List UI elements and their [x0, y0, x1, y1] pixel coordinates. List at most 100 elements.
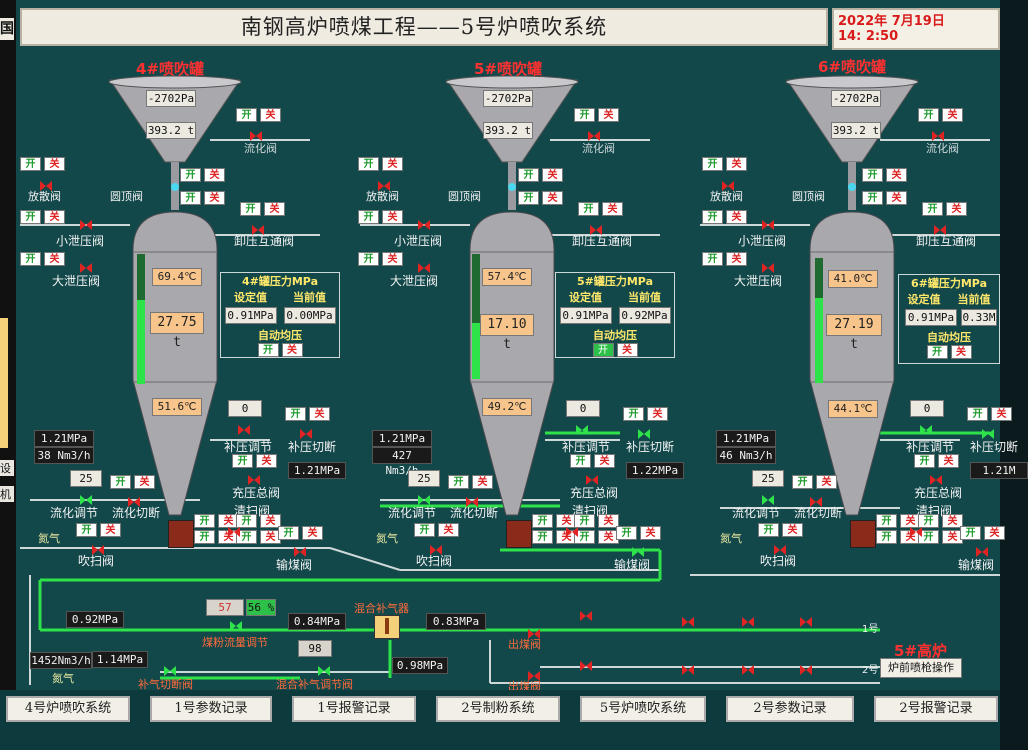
mix-air-value[interactable]: 98	[298, 640, 332, 657]
tank4-set-value[interactable]: 0.91MPa	[224, 307, 277, 324]
tank5-pressure-cut-valve[interactable]	[638, 424, 650, 439]
tank6-pressure-adj-value[interactable]: 0	[910, 400, 944, 417]
tank4-blow-valve[interactable]	[92, 540, 104, 555]
tank5-fluid-adj-valve[interactable]	[418, 490, 430, 505]
tank6-clean-switch-1-off-button[interactable]: 关	[942, 514, 963, 528]
tank4-blow-switch-off-button[interactable]: 关	[100, 523, 121, 537]
line-valve-10[interactable]	[742, 660, 754, 675]
tank4-blow-switch-on-button[interactable]: 开	[76, 523, 97, 537]
tank4-charge-switch-on-button[interactable]: 开	[232, 454, 253, 468]
tank5-charge-valve[interactable]	[586, 470, 598, 485]
tank5-fluid-cut-switch-on-button[interactable]: 开	[448, 475, 469, 489]
tank5-set-value[interactable]: 0.91MPa	[559, 307, 612, 324]
tank5-fluidize-valve[interactable]	[588, 126, 600, 141]
coal-rate-value[interactable]: 57	[206, 599, 244, 616]
tank6-fluidize-switch-off-button[interactable]: 关	[942, 108, 963, 122]
line-valve-7[interactable]	[682, 612, 694, 627]
tank4-big-release-switch-on-button[interactable]: 开	[20, 252, 41, 266]
tank6-clean-switch-2-on-button[interactable]: 开	[918, 530, 939, 544]
tank4-vent-switch-on-button[interactable]: 开	[20, 157, 41, 171]
tank6-blow-switch-on-button[interactable]: 开	[758, 523, 779, 537]
tank4-fluid-adj-value[interactable]: 25	[70, 470, 102, 487]
tank5-big-release-switch-on-button[interactable]: 开	[358, 252, 379, 266]
tank5-pressure-adj-valve[interactable]	[576, 420, 588, 435]
tank4-big-release-switch-off-button[interactable]: 关	[44, 252, 65, 266]
tank6-release-conn-valve[interactable]	[934, 220, 946, 235]
tank4-small-release-switch-on-button[interactable]: 开	[20, 210, 41, 224]
tank5-fluidize-switch-on-button[interactable]: 开	[574, 108, 595, 122]
tank5-charge-switch-on-button[interactable]: 开	[570, 454, 591, 468]
tank6-clean-valve[interactable]	[910, 522, 922, 537]
tank5-top-switch-2-off-button[interactable]: 关	[542, 191, 563, 205]
tank4-fluid-cut-switch-on-button[interactable]: 开	[110, 475, 131, 489]
tank5-coal-switch-off-button[interactable]: 关	[640, 526, 661, 540]
tank5-clean-switch-2-on-button[interactable]: 开	[574, 530, 595, 544]
tank4-vent-switch-off-button[interactable]: 关	[44, 157, 65, 171]
tank4-outlet-switch-2-on-button[interactable]: 开	[194, 530, 215, 544]
tank5-fluidize-switch-off-button[interactable]: 关	[598, 108, 619, 122]
tank5-blow-switch-on-button[interactable]: 开	[414, 523, 435, 537]
tank5-clean-switch-1-on-button[interactable]: 开	[574, 514, 595, 528]
tank6-fluid-adj-valve[interactable]	[762, 490, 774, 505]
tank4-coal-switch-on-button[interactable]: 开	[278, 526, 299, 540]
line-valve-3[interactable]	[528, 624, 540, 639]
line-valve-4[interactable]	[528, 666, 540, 681]
tank5-auto-on-button[interactable]: 开	[592, 343, 614, 357]
tank4-small-release-switch-off-button[interactable]: 关	[44, 210, 65, 224]
tank6-top-switch-1-on-button[interactable]: 开	[862, 168, 883, 182]
tank4-top-switch-2-off-button[interactable]: 关	[204, 191, 225, 205]
tank6-blow-valve[interactable]	[774, 540, 786, 555]
tank4-fluid-cut-switch-off-button[interactable]: 关	[134, 475, 155, 489]
line-valve-6[interactable]	[580, 656, 592, 671]
tank4-top-switch-1-off-button[interactable]: 关	[204, 168, 225, 182]
tank6-clean-switch-1-on-button[interactable]: 开	[918, 514, 939, 528]
tank5-release-conn-switch-off-button[interactable]: 关	[602, 202, 623, 216]
line-valve-8[interactable]	[682, 660, 694, 675]
tank4-clean-switch-1-on-button[interactable]: 开	[236, 514, 257, 528]
tank4-release-conn-valve[interactable]	[252, 220, 264, 235]
tank6-top-switch-1-off-button[interactable]: 关	[886, 168, 907, 182]
tank4-pressure-adj-valve[interactable]	[238, 420, 250, 435]
tank6-fluid-cut-switch-off-button[interactable]: 关	[816, 475, 837, 489]
tank5-big-release-valve[interactable]	[418, 258, 430, 273]
tank6-fluid-adj-value[interactable]: 25	[752, 470, 784, 487]
tank5-release-conn-valve[interactable]	[590, 220, 602, 235]
nav-alarm-record-2[interactable]: 2号报警记录	[874, 696, 998, 722]
tank5-vent-switch-off-button[interactable]: 关	[382, 157, 403, 171]
tank5-clean-valve[interactable]	[566, 522, 578, 537]
tank4-pressure-cut-valve[interactable]	[300, 424, 312, 439]
line-valve-2[interactable]	[318, 661, 330, 676]
tank6-fluidize-valve[interactable]	[932, 126, 944, 141]
nav-furnace5-injection[interactable]: 5号炉喷吹系统	[580, 696, 706, 722]
tank5-top-switch-2-on-button[interactable]: 开	[518, 191, 539, 205]
tank6-top-switch-2-off-button[interactable]: 关	[886, 191, 907, 205]
tank4-small-release-valve[interactable]	[80, 215, 92, 230]
tank4-outlet-switch-1-on-button[interactable]: 开	[194, 514, 215, 528]
nav-param-record-2[interactable]: 2号参数记录	[726, 696, 854, 722]
tank6-small-release-switch-on-button[interactable]: 开	[702, 210, 723, 224]
tank4-pressure-cut-switch-off-button[interactable]: 关	[309, 407, 330, 421]
line-valve-0[interactable]	[230, 616, 242, 631]
tank4-clean-switch-1-off-button[interactable]: 关	[260, 514, 281, 528]
tank6-coal-switch-off-button[interactable]: 关	[984, 526, 1005, 540]
tank4-fluidize-switch-on-button[interactable]: 开	[236, 108, 257, 122]
machine-side-button[interactable]: 机	[0, 486, 14, 502]
tank6-set-value[interactable]: 0.91MPa	[905, 309, 957, 326]
tank6-small-release-valve[interactable]	[762, 215, 774, 230]
tank6-auto-off-button[interactable]: 关	[950, 345, 972, 359]
tank6-coal-valve[interactable]	[976, 542, 988, 557]
tank6-auto-on-button[interactable]: 开	[926, 345, 948, 359]
tank6-outlet-switch-2-on-button[interactable]: 开	[876, 530, 897, 544]
tank5-pressure-cut-switch-off-button[interactable]: 关	[647, 407, 668, 421]
tank5-small-release-switch-on-button[interactable]: 开	[358, 210, 379, 224]
tank6-vent-valve[interactable]	[722, 176, 734, 191]
tank5-coal-switch-on-button[interactable]: 开	[616, 526, 637, 540]
nav-alarm-record-1[interactable]: 1号报警记录	[292, 696, 416, 722]
tank4-auto-on-button[interactable]: 开	[257, 343, 279, 357]
tank5-blow-switch-off-button[interactable]: 关	[438, 523, 459, 537]
tank6-charge-switch-off-button[interactable]: 关	[938, 454, 959, 468]
tank4-pressure-adj-value[interactable]: 0	[228, 400, 262, 417]
tank5-small-release-switch-off-button[interactable]: 关	[382, 210, 403, 224]
tank6-small-release-switch-off-button[interactable]: 关	[726, 210, 747, 224]
tank6-release-conn-switch-on-button[interactable]: 开	[922, 202, 943, 216]
